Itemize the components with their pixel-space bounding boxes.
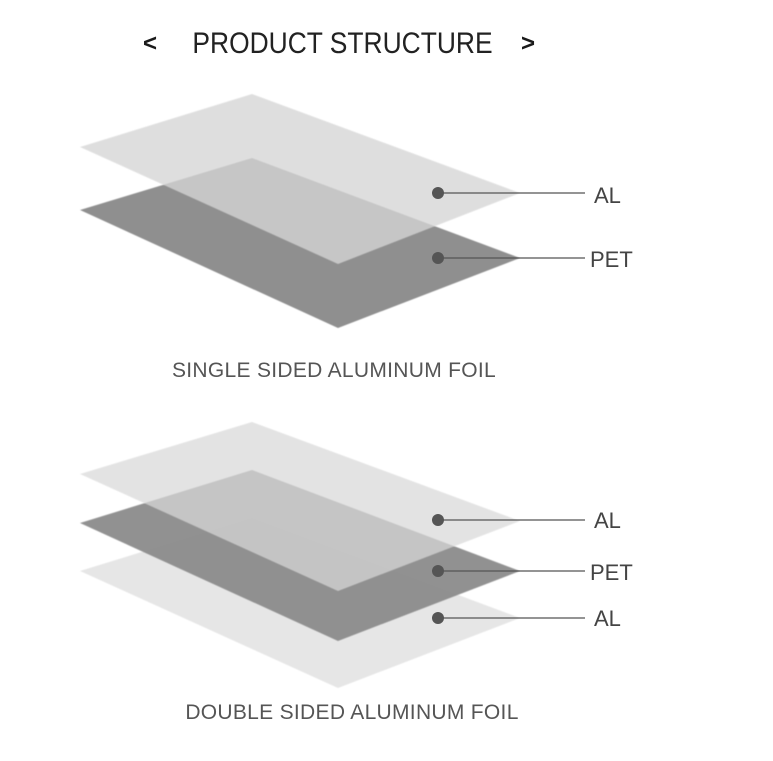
- chevron-right-icon[interactable]: >: [520, 30, 535, 57]
- header: < PRODUCT STRUCTURE >: [0, 22, 680, 66]
- single-al-layer: [80, 94, 520, 264]
- double-al-bottom-leader-dot: [432, 612, 444, 624]
- double-al-top-leader-dot: [432, 514, 444, 526]
- single-sided-diagram: AL PET SINGLE SIDED ALUMINUM FOIL: [80, 94, 633, 382]
- single-al-label: AL: [594, 183, 621, 208]
- double-pet-label: PET: [590, 560, 633, 585]
- single-al-leader-dot: [432, 187, 444, 199]
- double-al-top-label: AL: [594, 508, 621, 533]
- page-title: PRODUCT STRUCTURE: [192, 27, 493, 60]
- double-al-bottom-label: AL: [594, 606, 621, 631]
- chevron-left-icon[interactable]: <: [142, 30, 157, 57]
- double-caption: DOUBLE SIDED ALUMINUM FOIL: [185, 701, 518, 724]
- double-sided-diagram: AL PET AL DOUBLE SIDED ALUMINUM FOIL: [80, 422, 633, 724]
- double-pet-leader-dot: [432, 565, 444, 577]
- single-pet-leader-dot: [432, 252, 444, 264]
- single-caption: SINGLE SIDED ALUMINUM FOIL: [172, 359, 496, 382]
- double-al-top-layer: [80, 422, 520, 591]
- single-pet-label: PET: [590, 247, 633, 272]
